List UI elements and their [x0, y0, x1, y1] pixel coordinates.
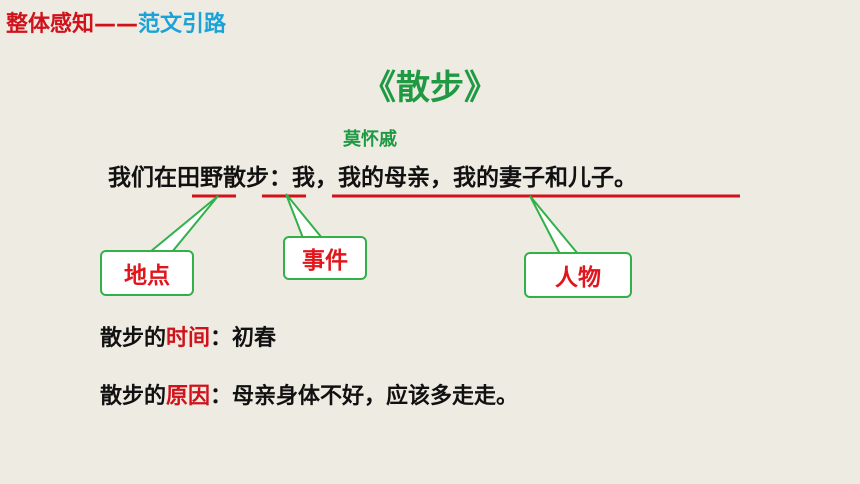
callout-pointer-event: [285, 193, 325, 239]
reason-key: 原因: [166, 384, 211, 409]
reason-prefix: 散步的: [100, 384, 167, 409]
time-key: 时间: [166, 326, 211, 351]
label-place: 地点: [100, 250, 194, 296]
callout-pointer-people: [529, 195, 581, 255]
time-line: 散步的时间：初春: [100, 320, 276, 352]
label-event: 事件: [283, 236, 367, 280]
time-value: ：初春: [210, 326, 277, 351]
reason-line: 散步的原因：母亲身体不好，应该多走走。: [100, 378, 518, 410]
header-part-2: 范文引路: [138, 12, 227, 37]
key-sentence: 我们在田野散步：我，我的母亲，我的妻子和儿子。: [108, 165, 637, 191]
label-people: 人物: [524, 252, 632, 298]
page-title: 《散步》: [362, 68, 498, 108]
header-part-1: 整体感知——: [6, 12, 139, 37]
author-name: 莫怀戚: [343, 129, 397, 150]
section-header: 整体感知——范文引路: [6, 6, 226, 38]
reason-value: ：母亲身体不好，应该多走走。: [210, 384, 519, 409]
callout-pointer-place: [147, 195, 219, 253]
time-prefix: 散步的: [100, 326, 167, 351]
